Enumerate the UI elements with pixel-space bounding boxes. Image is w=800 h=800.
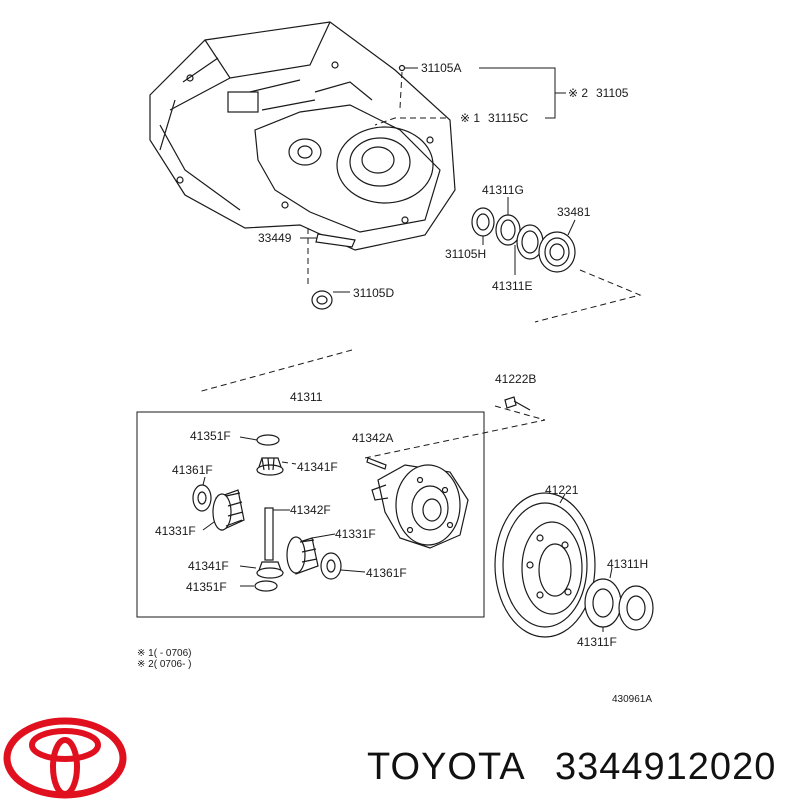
label-41361F-left: 41361F	[172, 463, 213, 477]
label-41311H: 41311H	[607, 557, 648, 571]
diagram-code: 430961A	[612, 694, 652, 705]
right-bearing-parts	[584, 567, 654, 632]
label-41351F-bottom: 41351F	[186, 580, 227, 594]
label-note1-mark: ※ 1	[460, 111, 480, 125]
side-bearing-group	[471, 197, 642, 323]
label-41341F-top: 41341F	[297, 460, 338, 474]
label-31105D: 31105D	[353, 286, 394, 300]
label-41342A: 41342A	[352, 431, 393, 445]
label-33449: 33449	[258, 231, 292, 245]
oil-seal-31105D	[311, 290, 350, 310]
label-41311: 41311	[290, 390, 323, 404]
label-41361F-right: 41361F	[366, 566, 407, 580]
transmission-case-drawing	[149, 21, 456, 251]
label-41351F-top: 41351F	[190, 429, 231, 443]
top-leader-lines	[300, 64, 566, 285]
note-line-1: ※ 1( - 0706)	[137, 648, 192, 659]
label-41222B: 41222B	[495, 372, 536, 386]
label-31105A: 31105A	[421, 61, 461, 75]
note-line-2: ※ 2( 0706- )	[137, 659, 192, 670]
label-41311E: 41311E	[492, 279, 532, 293]
toyota-logo-icon	[3, 717, 127, 799]
part-labels: 31105A ※ 2 31105 ※ 1 31115C 41311G 33481…	[137, 61, 652, 705]
label-41342F: 41342F	[290, 503, 331, 517]
label-41221: 41221	[545, 483, 579, 497]
label-41331F-left: 41331F	[155, 524, 196, 538]
differential-assembly-box	[136, 411, 485, 618]
differential-parts	[192, 434, 469, 592]
assembly-leaders	[197, 349, 546, 459]
ring-gear-41221	[494, 492, 596, 638]
label-31105H: 31105H	[445, 247, 486, 261]
label-33481: 33481	[557, 205, 591, 219]
label-41311F: 41311F	[577, 635, 617, 649]
label-41341F-bottom: 41341F	[188, 559, 229, 573]
label-31105: 31105	[596, 86, 629, 100]
label-31115C: 31115C	[488, 111, 529, 125]
brand-name: TOYOTA	[367, 746, 526, 788]
label-note2-mark: ※ 2	[568, 86, 588, 100]
label-41331F-right: 41331F	[335, 527, 376, 541]
label-41311G: 41311G	[482, 183, 524, 197]
brand-part-number: 3344912020	[555, 746, 776, 788]
